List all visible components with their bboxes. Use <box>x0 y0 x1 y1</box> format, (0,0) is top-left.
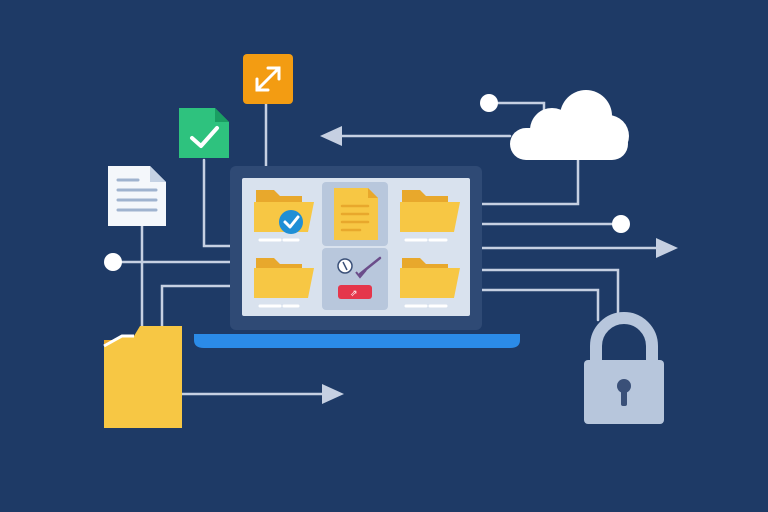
screen-folder[interactable] <box>254 190 314 242</box>
folder-icon <box>103 326 182 428</box>
laptop-base <box>194 334 520 348</box>
arrow-right-head <box>322 384 344 404</box>
screen-tile-highlight <box>322 248 388 310</box>
arrow-right-head <box>656 238 678 258</box>
screen-folder[interactable] <box>400 190 460 242</box>
arrow-left-head <box>320 126 342 146</box>
node-dot <box>612 215 630 233</box>
cloud-icon <box>510 90 629 160</box>
check-circle-icon <box>279 210 303 234</box>
connector-lines <box>120 101 660 396</box>
screen-folder[interactable] <box>400 258 460 308</box>
check-document-icon <box>179 108 229 158</box>
padlock-icon <box>584 312 664 424</box>
document-icon <box>108 166 166 226</box>
svg-text:⇗: ⇗ <box>350 289 358 299</box>
node-dot <box>104 253 122 271</box>
notes-document-icon[interactable] <box>334 188 378 240</box>
node-dot <box>480 94 498 112</box>
expand-arrows-icon <box>243 54 293 104</box>
screen-folder[interactable] <box>254 258 314 308</box>
tools-icon[interactable]: ⇗ <box>337 256 382 299</box>
